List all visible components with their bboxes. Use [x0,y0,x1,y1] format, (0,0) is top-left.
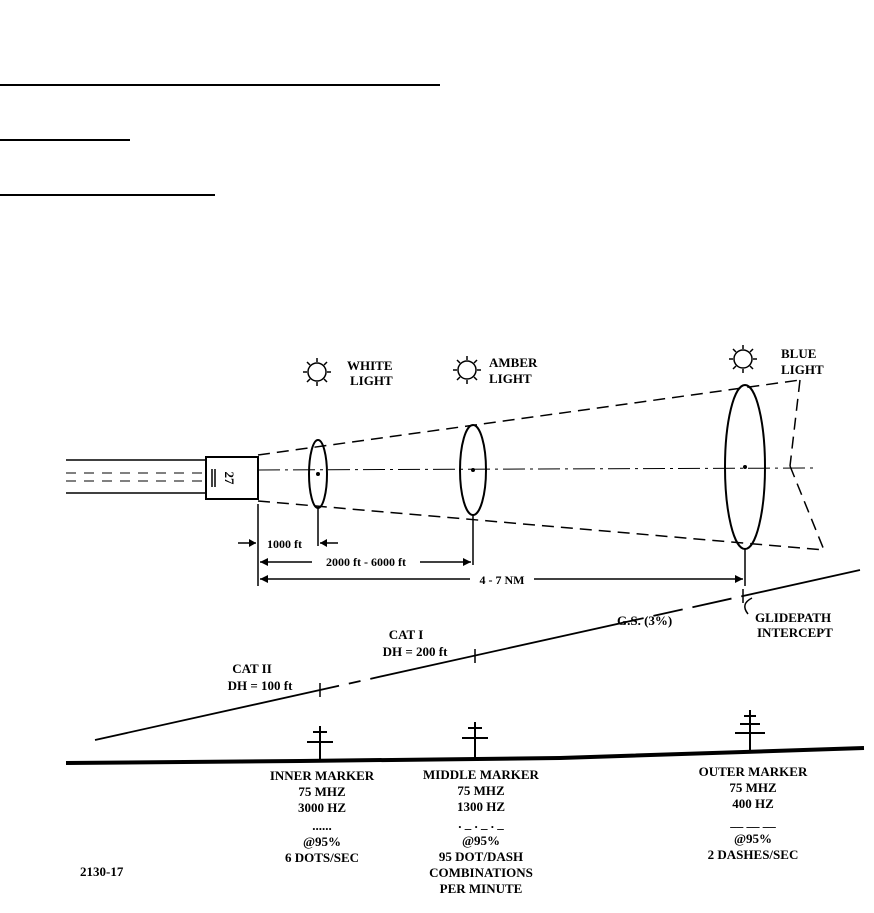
localizer-beam [257,379,825,551]
outer-marker-code: __ __ __ [729,814,776,829]
cat1-label: CAT I [389,627,424,642]
amber-light-label-2: LIGHT [489,371,532,386]
middle-marker-pct: @95% [462,833,500,848]
outer-marker-pct: @95% [734,831,772,846]
middle-marker-rate-3: PER MINUTE [440,881,523,896]
cat2-dh: DH = 100 ft [228,678,293,693]
inner-marker-freq: 75 MHZ [298,784,346,799]
middle-marker-rate-2: COMBINATIONS [429,865,533,880]
runway: 27 [66,456,259,500]
figure-id: 2130-17 [80,864,124,879]
distance-2000-6000ft: 2000 ft - 6000 ft [326,555,406,569]
ground-line [65,746,865,765]
amber-light-label-1: AMBER [489,355,538,370]
middle-marker-freq: 75 MHZ [457,783,505,798]
runway-number: 27 [222,472,237,486]
middle-marker-rate-1: 95 DOT/DASH [439,849,523,864]
amber-light-icon [453,356,481,384]
middle-marker-info: MIDDLE MARKER 75 MHZ 1300 HZ . _ . _ . _… [423,767,540,896]
cat2-label: CAT II [232,661,272,676]
glideslope-label: G.S. (3%) [617,613,672,628]
glidepath-intercept-2: INTERCEPT [757,625,833,640]
header-rule-2 [0,139,130,141]
outer-marker-rate: 2 DASHES/SEC [708,847,799,862]
header-rule-3 [0,194,215,196]
inner-marker-code: ...... [312,818,332,833]
header-rule-1 [0,84,440,86]
outer-marker-freq: 75 MHZ [729,780,777,795]
glidepath-intercept-1: GLIDEPATH [755,610,831,625]
inner-marker-name: INNER MARKER [270,768,375,783]
inner-marker-info: INNER MARKER 75 MHZ 3000 HZ ...... @95% … [270,768,375,865]
blue-light-label-1: BLUE [781,346,816,361]
blue-light-label-2: LIGHT [781,362,824,377]
middle-marker-antenna-icon [462,722,488,758]
middle-marker-mod: 1300 HZ [457,799,505,814]
inner-marker-antenna-icon [307,726,333,760]
marker-lobes [308,384,766,550]
outer-marker-name: OUTER MARKER [699,764,808,779]
distance-1000ft: 1000 ft [267,537,302,551]
inner-marker-pct: @95% [303,834,341,849]
outer-marker-mod: 400 HZ [732,796,774,811]
outer-marker-info: OUTER MARKER 75 MHZ 400 HZ __ __ __ @95%… [699,764,808,862]
white-light-label-1: WHITE [347,358,393,373]
middle-marker-name: MIDDLE MARKER [423,767,540,782]
inner-marker-rate: 6 DOTS/SEC [285,850,359,865]
glideslope-line [94,569,861,741]
white-light-icon [303,358,331,386]
white-light-label-2: LIGHT [350,373,393,388]
inner-marker-mod: 3000 HZ [298,800,346,815]
outer-marker-antenna-icon [735,710,765,750]
blue-light-icon [729,345,757,373]
middle-marker-code: . _ . _ . _ [458,816,504,831]
cat1-dh: DH = 200 ft [383,644,448,659]
distance-4-7nm: 4 - 7 NM [480,573,525,587]
